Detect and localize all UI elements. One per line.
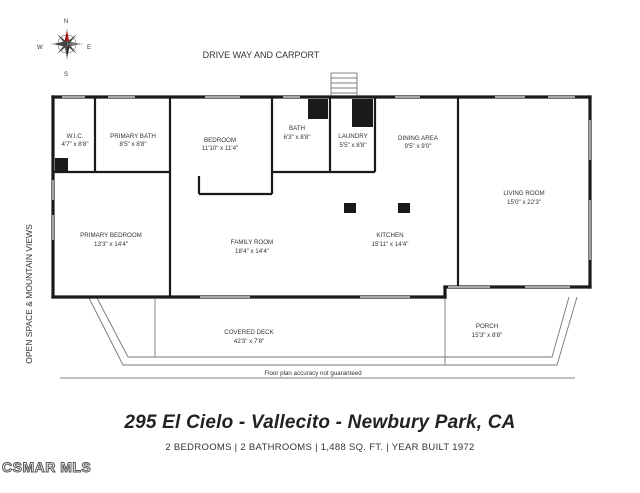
compass-east-label: E (87, 45, 91, 51)
room-name-living: LIVING ROOM (503, 190, 544, 197)
room-dim-kitchen: 15'11" x 14'4" (372, 241, 409, 248)
entry-steps (330, 72, 358, 99)
windows (52, 96, 591, 298)
disclaimer-text: Floor plan accuracy not guaranteed (264, 370, 362, 377)
fixture-block (308, 99, 328, 119)
room-name-kitchen: KITCHEN (376, 232, 403, 239)
listing-title: 295 El Cielo - Vallecito - Newbury Park,… (124, 412, 516, 433)
room-name-primary-bedroom: PRIMARY BEDROOM (80, 232, 142, 239)
exterior-walls (51, 95, 592, 299)
room-dim-bedroom: 11'10" x 11'4" (202, 145, 238, 152)
driveway-label: DRIVE WAY AND CARPORT (203, 50, 320, 60)
listing-subtitle: 2 BEDROOMS | 2 BATHROOMS | 1,488 SQ. FT.… (165, 442, 475, 453)
room-dim-bath: 6'3" x 8'8" (283, 134, 310, 141)
room-dim-laundry: 5'5" x 8'8" (339, 142, 366, 149)
room-name-bath: BATH (289, 125, 305, 132)
room-dim-dining: 9'5" x 9'0" (404, 143, 431, 150)
room-dim-porch: 15'3" x 8'8" (472, 332, 503, 339)
room-name-dining: DINING AREA (398, 135, 439, 142)
room-dim-family: 18'4" x 14'4" (235, 248, 269, 255)
compass-west-label: W (37, 45, 43, 51)
room-name-laundry: LAUNDRY (338, 133, 367, 140)
fixture-block (55, 158, 68, 171)
compass-south-label: S (64, 72, 68, 78)
compass-north-label: N (64, 19, 68, 25)
room-dim-wic: 4'7" x 8'8" (61, 141, 88, 148)
fixtures (55, 99, 410, 213)
interior-walls (53, 97, 460, 297)
deck-outline (87, 295, 578, 366)
mls-watermark: CSMAR MLS (1, 459, 92, 476)
room-name-wic: W.I.C. (67, 133, 84, 140)
room-name-porch: PORCH (476, 323, 498, 330)
room-dim-primary-bedroom: 13'3" x 14'4" (94, 241, 128, 248)
room-name-bedroom: BEDROOM (204, 137, 236, 144)
room-dim-primary-bath: 8'5" x 8'8" (119, 141, 146, 148)
room-name-deck: COVERED DECK (224, 329, 274, 336)
compass-icon (51, 28, 83, 60)
room-name-family: FAMILY ROOM (231, 239, 273, 246)
room-name-primary-bath: PRIMARY BATH (110, 133, 156, 140)
fixture-block (398, 203, 410, 213)
room-dim-living: 15'0" x 22'3" (507, 199, 541, 206)
room-dim-deck: 42'3" x 7'8" (234, 338, 265, 345)
fixture-block (344, 203, 356, 213)
side-view-label: OPEN SPACE & MOUNTAIN VIEWS (24, 224, 34, 364)
fixture-block (352, 99, 373, 127)
